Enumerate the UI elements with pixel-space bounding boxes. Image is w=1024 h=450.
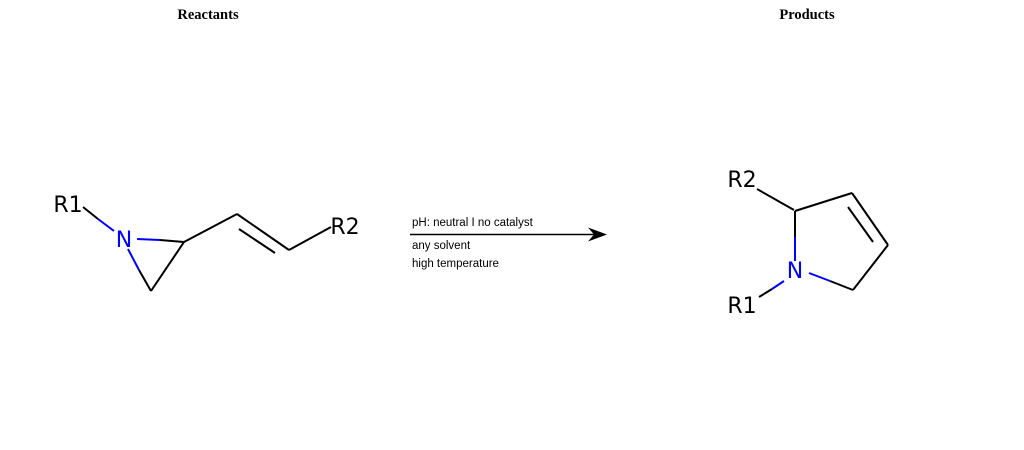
product-nitrogen-label: N	[787, 259, 803, 284]
bond-c3-c4-inner	[847, 206, 874, 243]
bond-n-c2-blue	[136, 238, 161, 241]
bond-c2-c3	[150, 241, 185, 292]
bond-vinyl-r2	[288, 226, 332, 251]
bond-c3-c4-main	[851, 192, 889, 246]
bond-c4-c5	[852, 244, 889, 291]
bond-c5-n-black	[829, 280, 854, 291]
bond-vinyl-inner	[238, 228, 276, 254]
bond-n-r1-blue	[771, 280, 785, 290]
bond-r1-n-blue	[97, 218, 115, 232]
bond-n-r1-black	[758, 288, 773, 298]
bond-c5-n-blue	[808, 272, 831, 282]
reactant-r1-label: R1	[53, 193, 82, 218]
bond-n-c3-blue	[127, 248, 140, 271]
bond-r1-n-black	[82, 206, 99, 220]
reaction-arrow	[410, 227, 607, 242]
product-r1-label: R1	[727, 294, 756, 319]
reactant-r2-label: R2	[330, 215, 359, 240]
bond-c2-vinyl	[183, 213, 238, 243]
reactant-nitrogen-label: N	[116, 228, 132, 253]
bond-n-c3-black	[138, 269, 152, 292]
condition-ph-line: pH: neutral I no catalyst	[412, 217, 533, 229]
products-title: Products	[779, 7, 835, 23]
reactant-structure: R1 N R2	[53, 193, 360, 292]
bond-r2-c2	[756, 188, 795, 211]
bond-c2-c3	[794, 192, 853, 212]
product-structure: R2 N R1	[727, 168, 889, 319]
condition-solvent-line: any solvent	[412, 240, 471, 252]
condition-temperature-line: high temperature	[412, 258, 499, 270]
arrow-head	[588, 227, 607, 242]
reactants-title: Reactants	[177, 7, 239, 23]
bond-vinyl-main	[236, 213, 290, 251]
product-r2-label: R2	[727, 168, 756, 193]
bond-n-c2-black	[159, 239, 185, 243]
